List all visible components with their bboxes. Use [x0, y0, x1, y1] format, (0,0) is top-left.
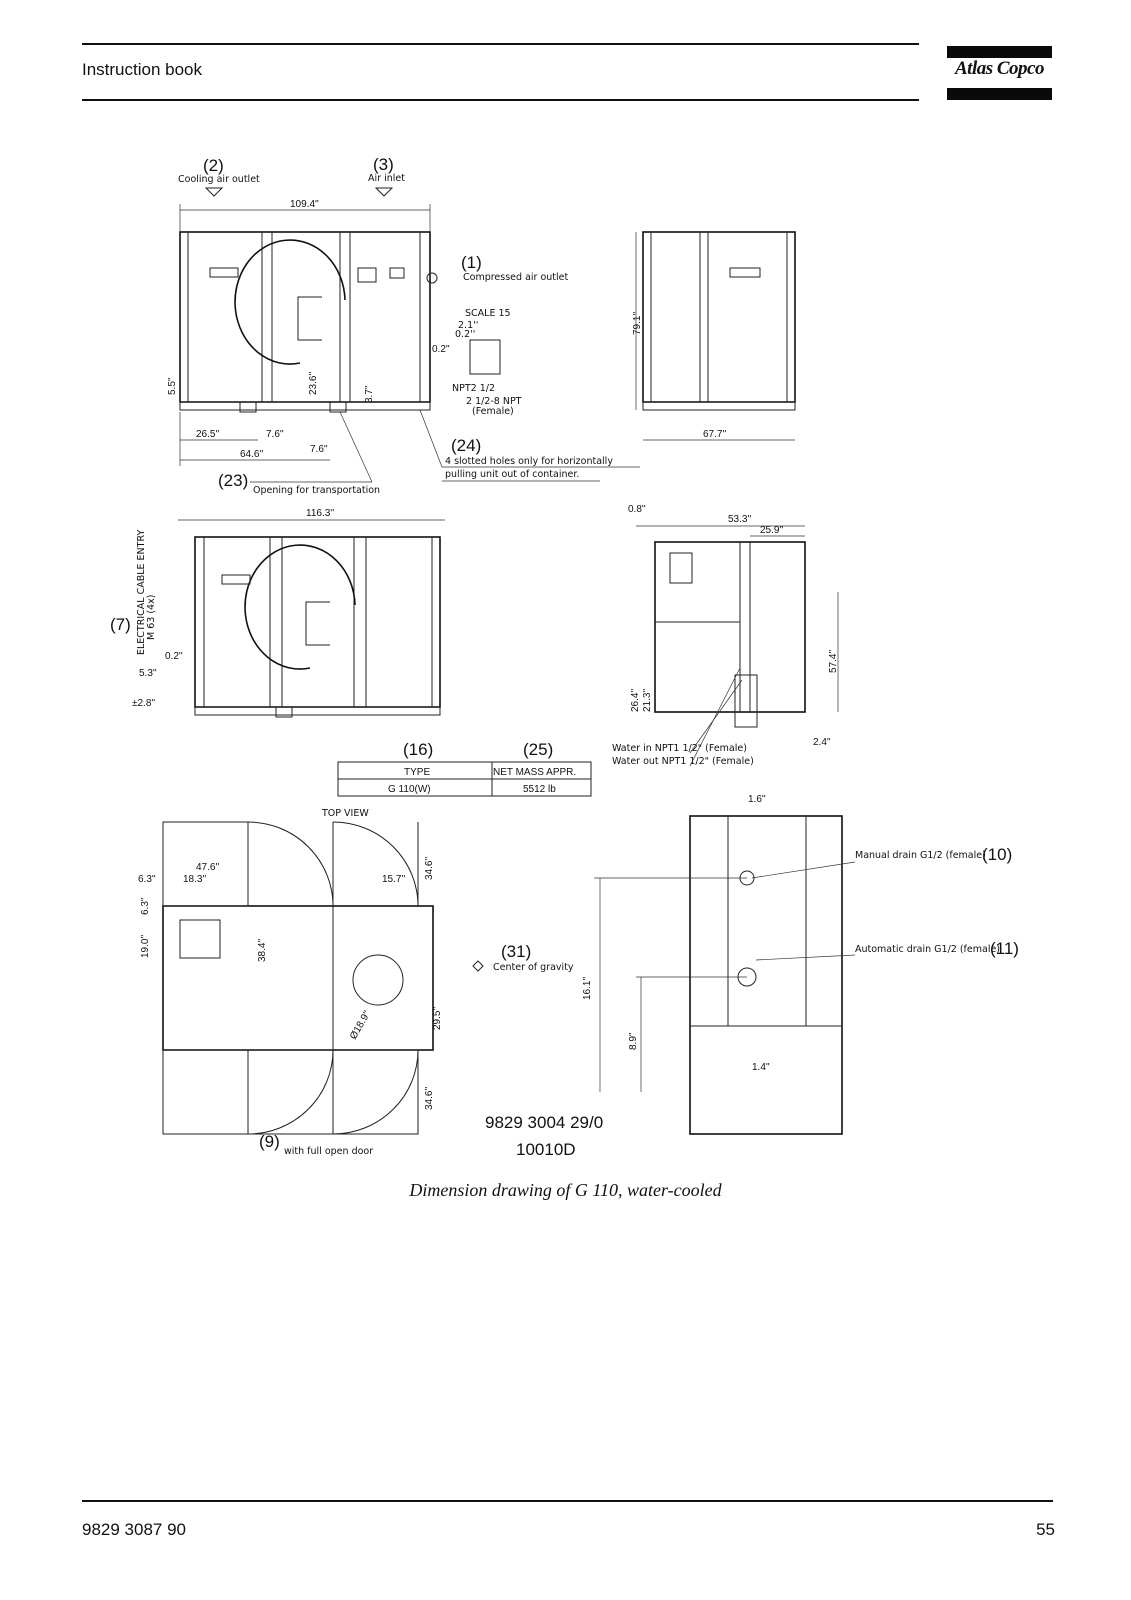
- svg-text:57.4'': 57.4'': [828, 650, 839, 673]
- svg-text:18.3'': 18.3'': [183, 874, 206, 885]
- callout-2: (2): [203, 156, 224, 175]
- svg-text:(Female): (Female): [472, 406, 514, 417]
- svg-text:Cooling air outlet: Cooling air outlet: [178, 174, 260, 185]
- svg-text:Water in NPT1 1/2" (Female): Water in NPT1 1/2" (Female): [612, 743, 747, 754]
- svg-text:with full open door: with full open door: [284, 1146, 373, 1157]
- page-number: 55: [1036, 1520, 1055, 1539]
- svg-text:2 1/2-8 NPT: 2 1/2-8 NPT: [466, 396, 522, 407]
- svg-text:64.6'': 64.6'': [240, 449, 263, 460]
- callout-3: (3): [373, 155, 394, 174]
- svg-text:6.3'': 6.3'': [140, 897, 151, 915]
- svg-text:15.7'': 15.7'': [382, 874, 405, 885]
- end-view: 0.8'' 53.3'' 25.9'' 57.4'' 26.4'' 21.3''…: [612, 504, 839, 767]
- svg-text:Air inlet: Air inlet: [368, 173, 405, 184]
- svg-text:26.5'': 26.5'': [196, 429, 219, 440]
- svg-text:29.5'': 29.5'': [432, 1007, 443, 1030]
- drain-detail: 1.6'' 1.4'' 16.1'' 8.9'' Manual drain G1…: [582, 794, 1019, 1135]
- svg-text:1.6'': 1.6'': [748, 794, 766, 805]
- callout-31: (31): [501, 942, 531, 961]
- callout-23: (23): [218, 471, 248, 490]
- header-bottom-rule: [82, 99, 919, 101]
- svg-text:NPT2 1/2: NPT2 1/2: [452, 383, 495, 394]
- svg-text:67.7'': 67.7'': [703, 429, 726, 440]
- center-of-gravity-note: (31) Center of gravity: [472, 942, 574, 973]
- header-top-rule: [82, 43, 919, 45]
- svg-text:Compressed air outlet: Compressed air outlet: [463, 272, 568, 283]
- svg-text:6.3'': 6.3'': [138, 874, 156, 885]
- header-title: Instruction book: [82, 60, 203, 79]
- footer-rule: [82, 1500, 1053, 1502]
- svg-text:Water out NPT1 1/2" (Female): Water out NPT1 1/2" (Female): [612, 756, 754, 767]
- drawing-doc-code: 10010D: [516, 1140, 576, 1159]
- callout-1: (1): [461, 253, 482, 272]
- svg-text:NET MASS APPR.: NET MASS APPR.: [493, 767, 576, 778]
- top-view: TOP VIEW 47.6'' 18.3'' 6.3'' 15.7'' 34.6…: [138, 808, 443, 1157]
- callout-7: (7): [110, 615, 131, 634]
- svg-text:SCALE 15: SCALE 15: [465, 308, 511, 319]
- callout-25: (25): [523, 740, 553, 759]
- svg-text:38.4'': 38.4'': [257, 939, 268, 962]
- front-view: 109.4'' 26.5'' 7.6'' 64.6'' 7.6'' 5.5'' …: [167, 155, 640, 496]
- svg-text:19.0'': 19.0'': [140, 935, 151, 958]
- svg-text:5.5'': 5.5'': [167, 377, 178, 395]
- type-mass-table: (16) (25) TYPE NET MASS APPR. G 110(W) 5…: [337, 740, 592, 797]
- side-view: 79.1'' 67.7'': [632, 231, 796, 441]
- svg-text:0.8'': 0.8'': [628, 504, 646, 515]
- callout-24: (24): [451, 436, 481, 455]
- svg-text:pulling unit out of container.: pulling unit out of container.: [445, 469, 579, 480]
- svg-text:5512 lb: 5512 lb: [523, 784, 556, 795]
- svg-text:Ø18.9'': Ø18.9'': [348, 1009, 373, 1041]
- svg-text:21.3'': 21.3'': [642, 689, 653, 712]
- svg-text:±2.8'': ±2.8'': [132, 698, 155, 709]
- svg-text:26.4'': 26.4'': [630, 689, 641, 712]
- svg-text:2.1'': 2.1'': [458, 320, 478, 331]
- svg-text:0.2'': 0.2'': [455, 329, 475, 340]
- svg-text:34.6'': 34.6'': [424, 1087, 435, 1110]
- svg-text:7.6'': 7.6'': [266, 429, 284, 440]
- rear-view: 116.3'' (7) ELECTRICAL CABLE ENTRY M 63 …: [110, 508, 445, 718]
- svg-text:Center of gravity: Center of gravity: [493, 962, 574, 973]
- callout-9: (9): [259, 1132, 280, 1151]
- svg-text:Opening for transportation: Opening for transportation: [253, 485, 380, 496]
- svg-text:25.9'': 25.9'': [760, 525, 783, 536]
- figure-caption: Dimension drawing of G 110, water-cooled: [409, 1180, 722, 1200]
- svg-text:8.9'': 8.9'': [628, 1032, 639, 1050]
- svg-text:16.1'': 16.1'': [582, 977, 593, 1000]
- svg-text:23.6'': 23.6'': [308, 372, 319, 395]
- callout-11: (11): [990, 939, 1019, 958]
- svg-text:1.4'': 1.4'': [752, 1062, 770, 1073]
- svg-text:47.6'': 47.6'': [196, 862, 219, 873]
- svg-text:G 110(W): G 110(W): [388, 784, 431, 795]
- atlas-copco-logo: Atlas Copco: [947, 44, 1052, 100]
- svg-text:Automatic drain G1/2 (female): Automatic drain G1/2 (female): [855, 944, 1000, 955]
- dim-front-width: 109.4'': [290, 199, 319, 210]
- svg-text:TOP VIEW: TOP VIEW: [321, 808, 369, 819]
- drawing-doc-number: 9829 3004 29/0: [485, 1113, 603, 1132]
- callout-16: (16): [403, 740, 433, 759]
- svg-text:M 63 (4x): M 63 (4x): [146, 595, 157, 640]
- svg-text:TYPE: TYPE: [404, 767, 430, 778]
- svg-text:79.1'': 79.1'': [632, 312, 643, 335]
- svg-text:0.2'': 0.2'': [432, 344, 450, 355]
- svg-text:4 slotted holes only for horiz: 4 slotted holes only for horizontally: [445, 456, 613, 467]
- svg-text:53.3'': 53.3'': [728, 514, 751, 525]
- svg-text:0.2'': 0.2'': [165, 651, 183, 662]
- callout-10: (10): [982, 845, 1012, 864]
- svg-text:34.6'': 34.6'': [424, 857, 435, 880]
- svg-text:Manual drain G1/2 (female): Manual drain G1/2 (female): [855, 850, 986, 861]
- svg-text:5.3'': 5.3'': [139, 668, 157, 679]
- svg-text:3.7'': 3.7'': [364, 385, 375, 403]
- svg-text:2.4'': 2.4'': [813, 737, 831, 748]
- svg-text:7.6'': 7.6'': [310, 444, 328, 455]
- footer-doc-number: 9829 3087 90: [82, 1520, 186, 1539]
- svg-text:116.3'': 116.3'': [306, 508, 334, 519]
- svg-text:ELECTRICAL CABLE ENTRY: ELECTRICAL CABLE ENTRY: [136, 530, 147, 655]
